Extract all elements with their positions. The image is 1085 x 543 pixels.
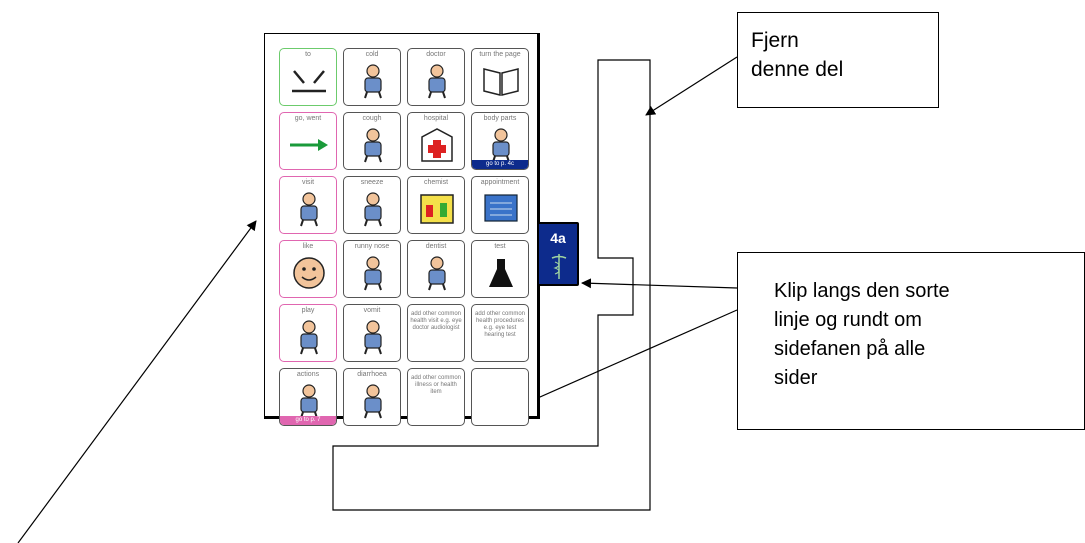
playing-person-icon <box>300 320 318 355</box>
board-cell: actions go to p. 7 <box>279 368 337 426</box>
board-cell: body parts go to p. 4c <box>471 112 529 170</box>
runny-nose-face-icon <box>364 256 382 291</box>
doctor-icon <box>428 64 446 99</box>
board-cell: runny nose <box>343 240 401 298</box>
cell-label: chemist <box>423 179 449 186</box>
board-cell: test <box>471 240 529 298</box>
hospital-cross-icon <box>421 128 453 162</box>
removal-outline <box>332 59 651 511</box>
toilet-person-icon <box>364 384 382 419</box>
cell-note: add other common health procedures e.g. … <box>474 311 526 338</box>
vomiting-person-icon <box>364 320 382 355</box>
coughing-person-icon <box>364 128 382 163</box>
cell-note: add other common health visit e.g. eye d… <box>410 311 462 331</box>
tab-label: 4a <box>550 230 566 246</box>
arrows-inward-icon <box>292 70 326 93</box>
open-book-icon <box>483 68 519 96</box>
smiling-face-icon <box>293 257 325 289</box>
cell-label: doctor <box>426 51 446 58</box>
arrow-bottom-edge <box>505 309 738 413</box>
board-cell: add other common illness or health item <box>407 368 465 426</box>
callout-remove-part: Fjern denne del <box>737 12 939 108</box>
board-cell: visit <box>279 176 337 234</box>
board-cell: to <box>279 48 337 106</box>
cold-person-icon <box>364 64 382 99</box>
board-cell: like <box>279 240 337 298</box>
cell-label: dentist <box>425 243 447 250</box>
cell-label: runny nose <box>354 243 390 250</box>
cell-label: vomit <box>363 307 381 314</box>
board-cell: doctor <box>407 48 465 106</box>
visit-house-icon <box>300 192 318 227</box>
sneezing-person-icon <box>364 192 382 227</box>
goto-page-link: go to p. 4c <box>472 160 528 169</box>
cell-label: actions <box>296 371 320 378</box>
board-cell: cough <box>343 112 401 170</box>
callout-line: linje og rundt om <box>774 309 922 331</box>
cell-label: go, went <box>294 115 322 122</box>
callout-cut-instruction: Klip langs den sorte linje og rundt om s… <box>737 252 1085 430</box>
board-cell: diarrhoea <box>343 368 401 426</box>
cell-label: body parts <box>483 115 517 122</box>
board-cell: appointment <box>471 176 529 234</box>
side-tab: 4a <box>537 222 579 286</box>
board-cell <box>471 368 529 426</box>
cell-label: cold <box>365 51 379 58</box>
cell-label: turn the page <box>479 51 521 58</box>
board-cell: dentist <box>407 240 465 298</box>
arrow-left-edge <box>17 220 257 543</box>
arrow-tab <box>581 278 738 289</box>
callout-line: Fjern <box>751 29 799 52</box>
communication-board-page: to cold doctor turn the page go, went cough ho… <box>264 33 540 426</box>
board-cell: hospital <box>407 112 465 170</box>
calendar-icon <box>484 194 518 222</box>
body-figure-icon <box>492 128 510 163</box>
cell-note: add other common illness or health item <box>410 375 462 395</box>
goto-page-link: go to p. 7 <box>280 416 336 425</box>
callout-line: sider <box>774 367 818 389</box>
board-cell: cold <box>343 48 401 106</box>
cell-label: hospital <box>423 115 449 122</box>
cell-label: sneeze <box>360 179 384 186</box>
actions-icon <box>300 384 318 419</box>
test-flask-icon <box>489 259 513 287</box>
cell-label: play <box>301 307 315 314</box>
callout-line: sidefanen på alle <box>774 338 926 360</box>
board-cell: chemist <box>407 176 465 234</box>
callout-line: denne del <box>751 58 844 81</box>
board-cell: add other common health procedures e.g. … <box>471 304 529 362</box>
cell-label: diarrhoea <box>357 371 387 378</box>
board-cell: turn the page <box>471 48 529 106</box>
caduceus-icon <box>551 254 567 279</box>
board-cell: vomit <box>343 304 401 362</box>
cell-label: test <box>494 243 506 250</box>
cell-label: to <box>305 51 311 58</box>
arrow-remove <box>645 56 738 116</box>
board-cell: sneeze <box>343 176 401 234</box>
pharmacy-icon <box>420 194 454 224</box>
cell-label: visit <box>301 179 315 186</box>
cell-label: cough <box>362 115 382 122</box>
cell-label: like <box>302 243 314 250</box>
callout-line: Klip langs den sorte <box>774 280 950 302</box>
board-cell: add other common health visit e.g. eye d… <box>407 304 465 362</box>
green-arrow-right-icon <box>290 139 328 151</box>
board-cell: play <box>279 304 337 362</box>
dentist-icon <box>428 256 446 291</box>
cell-label: appointment <box>480 179 520 186</box>
board-cell: go, went <box>279 112 337 170</box>
